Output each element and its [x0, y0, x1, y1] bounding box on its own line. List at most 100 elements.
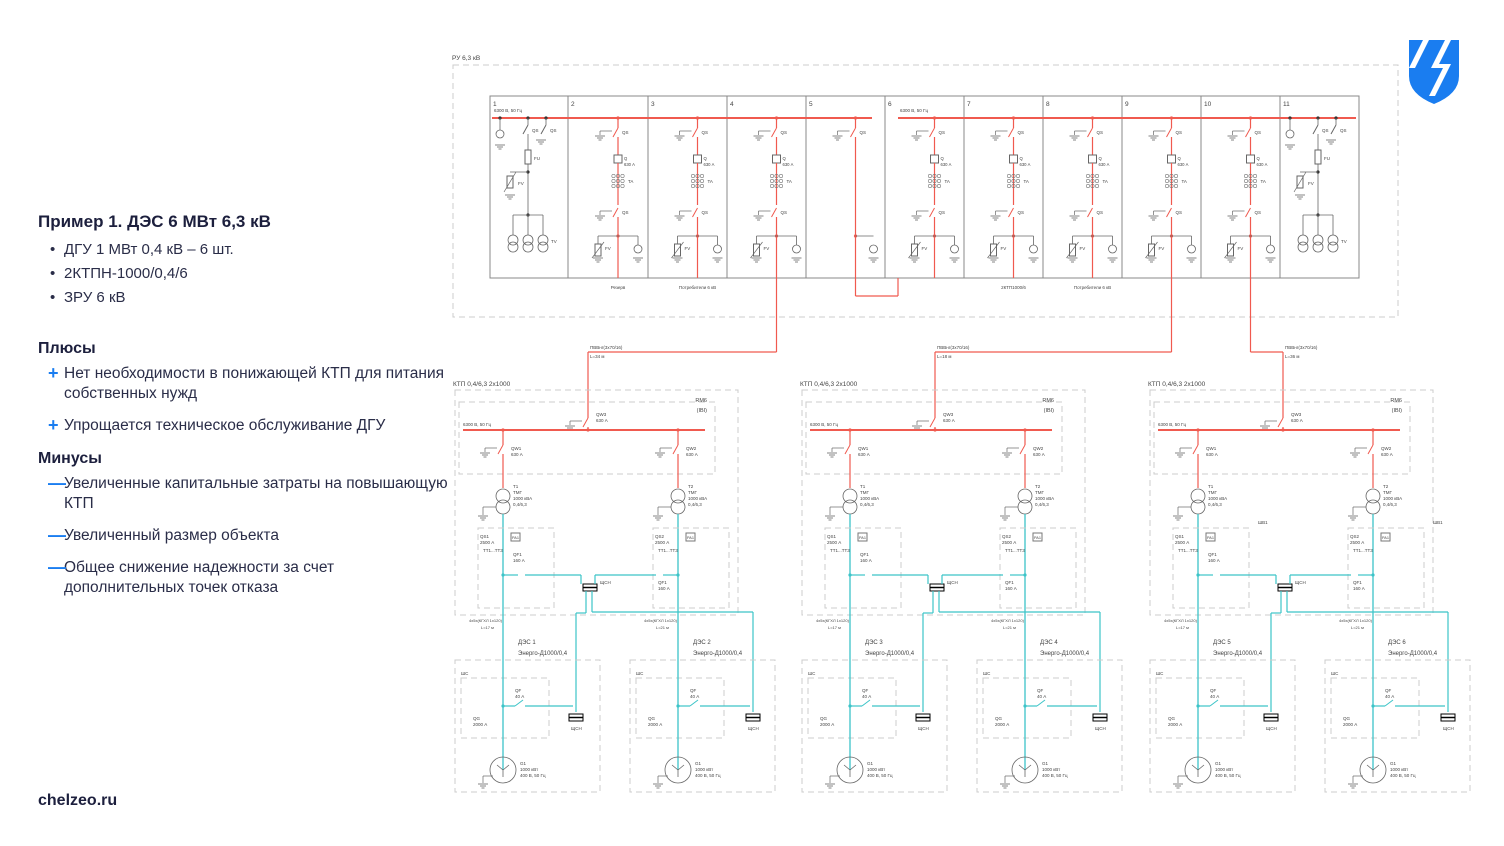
- ta-icon: [769, 174, 774, 179]
- genset-outline: [1324, 659, 1471, 793]
- transformer-type: ТМГ: [860, 490, 869, 495]
- ta-icon: [1253, 174, 1258, 179]
- fv-label: FV: [1159, 246, 1165, 251]
- qs-label: QS: [1176, 210, 1183, 215]
- transformer-power: 1000 кВА: [1208, 496, 1227, 501]
- ta-icon: [695, 179, 700, 184]
- voltage-transformer-tv-icon: [537, 234, 549, 246]
- cable-type-label: ПВВнг(3х70/16): [1285, 345, 1318, 350]
- indicator-icon: [792, 244, 801, 254]
- generator-name: G1: [1042, 761, 1049, 766]
- qg-rating: 2000 А: [820, 722, 834, 727]
- ta-icon: [1095, 174, 1100, 179]
- generator-name: G1: [695, 761, 702, 766]
- voltage-transformer-tv-icon: [507, 234, 519, 246]
- qw-rating: 630 А: [596, 418, 608, 423]
- fv-label: FV: [1308, 181, 1314, 186]
- transformer-ratio: 0,4/6,3: [1035, 502, 1049, 507]
- ta-icon: [1011, 184, 1016, 189]
- qs-label: QS: [1097, 130, 1104, 135]
- genset-name: ДЭС 3: [865, 640, 883, 646]
- cable-length-label: L=18 м: [937, 354, 951, 359]
- shs-panel-outline: [1330, 677, 1420, 739]
- rm6-sub-label: (IBI): [697, 408, 708, 414]
- qw-label: QW2: [1381, 446, 1392, 451]
- qs-label: QS: [550, 128, 557, 133]
- fv-label: FV: [685, 246, 691, 251]
- qw3-switch-icon: [582, 417, 589, 428]
- fv-label: FV: [1080, 246, 1086, 251]
- ta-icon: [1169, 174, 1174, 179]
- ta-icon: [611, 184, 616, 189]
- ta-icon: [1090, 179, 1095, 184]
- transformer-icon: [1365, 488, 1381, 504]
- lv-cable-length: L=21 м: [656, 625, 669, 630]
- ktp-title: КТП 0,4/6,3 2х1000: [453, 381, 511, 388]
- qs-label: QS: [532, 128, 539, 133]
- qs-switch-icon: [1087, 127, 1093, 138]
- q-label: Q: [941, 156, 945, 161]
- ta-icon: [1248, 179, 1253, 184]
- qf-rating: 40 А: [1037, 694, 1046, 699]
- fu-label: FU: [534, 156, 540, 161]
- ta-icon: [1086, 174, 1091, 179]
- left-panel: Пример 1. ДЭС 6 МВт 6,3 кВ •ДГУ 1 МВт 0,…: [38, 212, 448, 610]
- surge-arrester-fv-icon: [1293, 171, 1307, 193]
- ta-icon: [769, 179, 774, 184]
- transformer-type: ТМГ: [513, 490, 522, 495]
- shsn-label: ЩСН: [947, 580, 958, 585]
- genset-name: ДЭС 5: [1213, 640, 1231, 646]
- ta-icon: [932, 179, 937, 184]
- ct-label: ТТ1...ТТ3: [483, 548, 503, 553]
- indicator-icon: [713, 244, 722, 254]
- generator-icon: [664, 756, 692, 784]
- lv-cable-type: 4х5х(КГХЛ 1х120): [469, 618, 503, 623]
- cell-number: 5: [809, 101, 813, 108]
- ta-icon: [1169, 184, 1174, 189]
- breaker-q-icon: [1246, 154, 1255, 164]
- fv-label: FV: [1001, 246, 1007, 251]
- qw-label: QW2: [686, 446, 697, 451]
- ta-label: TA: [708, 179, 713, 184]
- breaker-q-icon: [1167, 154, 1176, 164]
- ammeter-pa-icon: [510, 532, 521, 542]
- bus-label: 6300 В, 50 Гц: [900, 108, 928, 113]
- qg-rating: 2000 А: [648, 722, 662, 727]
- transformer-ratio: 0,4/6,3: [688, 502, 702, 507]
- qs-switch-icon: [1166, 207, 1172, 218]
- voltage-transformer-tv-icon: [507, 241, 519, 253]
- qg-label: QG: [473, 716, 481, 721]
- generator-power: 1000 кВт: [867, 767, 885, 772]
- qf-label: QF: [1210, 688, 1217, 693]
- ta-icon: [936, 179, 941, 184]
- qs-label: QS: [1255, 130, 1262, 135]
- qs-label: QS: [781, 210, 788, 215]
- qf-label: QF: [1037, 688, 1044, 693]
- ta-icon: [1165, 184, 1170, 189]
- shsn-label: ЩСН: [600, 580, 611, 585]
- shs-panel-outline: [807, 677, 897, 739]
- qw-switch-icon: [1367, 444, 1374, 455]
- ta-icon: [690, 179, 695, 184]
- qs-label: QS: [1255, 210, 1262, 215]
- generator-icon: [843, 764, 851, 771]
- ta-icon: [932, 184, 937, 189]
- site-link[interactable]: chelzeo.ru: [38, 792, 118, 809]
- qf-switch-icon: [1384, 699, 1394, 707]
- qf-rating: 40 А: [1385, 694, 1394, 699]
- transformer-ratio: 0,4/6,3: [1208, 502, 1222, 507]
- qs-switch-icon: [1245, 127, 1251, 138]
- qf1-label: QF1: [1353, 580, 1362, 585]
- ta-icon: [1248, 174, 1253, 179]
- ru-outline: [452, 64, 1399, 318]
- shs-panel-outline: [635, 677, 725, 739]
- surge-arrester-fv-icon: [1224, 241, 1237, 259]
- qs-switch-icon: [771, 207, 777, 218]
- ta-label: TA: [1261, 179, 1266, 184]
- rm6-sub-label: (IBI): [1044, 408, 1055, 414]
- transformer-icon: [1190, 499, 1206, 515]
- ta-icon: [1244, 184, 1249, 189]
- transformer-power: 1000 кВА: [688, 496, 707, 501]
- genset-model: Энерго-Д1000/0,4: [865, 651, 915, 657]
- ta-icon: [936, 184, 941, 189]
